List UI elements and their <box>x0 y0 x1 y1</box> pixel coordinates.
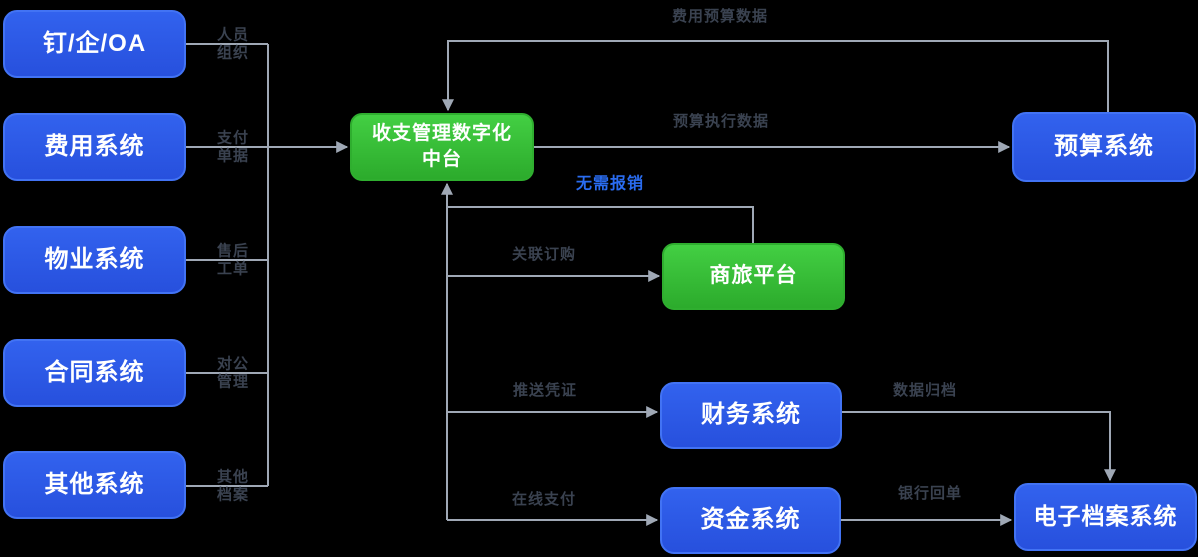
node-revenue-expense-platform-label: 收支管理数字化 中台 <box>371 123 512 170</box>
edge-label-corporate-mgmt: 对公 管理 <box>216 355 250 390</box>
node-treasury-system-label: 资金系统 <box>700 506 801 534</box>
node-budget-system-label: 预算系统 <box>1054 132 1154 160</box>
edge-label-data-archiving: 数据归档 <box>892 382 958 400</box>
node-e-archive-system-label: 电子档案系统 <box>1033 503 1178 530</box>
edge-label-aftersales-workorder: 售后 工单 <box>216 242 250 277</box>
edge-label-personnel-org: 人员 组织 <box>216 26 250 61</box>
edge-label-push-voucher: 推送凭证 <box>512 382 578 400</box>
node-contract-system: 合同系统 <box>3 339 186 407</box>
node-revenue-expense-platform: 收支管理数字化 中台 <box>350 113 534 181</box>
edge-label-payment-docs: 支付 单据 <box>216 129 250 164</box>
node-property-system-label: 物业系统 <box>44 245 145 273</box>
edge-label-expense-budget-data: 费用预算数据 <box>671 8 769 26</box>
node-business-travel-platform: 商旅平台 <box>662 243 845 310</box>
connector-travel-no-reimbursement <box>447 206 754 243</box>
node-expense-system: 费用系统 <box>3 113 186 181</box>
edge-label-related-purchase: 关联订购 <box>511 246 577 264</box>
connector-budget-to-platform <box>442 40 1109 112</box>
node-business-travel-platform-label: 商旅平台 <box>709 264 798 288</box>
node-finance-system: 财务系统 <box>660 382 842 449</box>
node-dingtalk-oa: 钉/企/OA <box>3 10 186 78</box>
edge-label-budget-execution-data: 预算执行数据 <box>672 113 770 131</box>
edge-label-no-reimbursement: 无需报销 <box>575 175 645 193</box>
edge-label-bank-receipt: 银行回单 <box>897 485 963 503</box>
node-other-systems-label: 其他系统 <box>44 470 145 498</box>
node-expense-system-label: 费用系统 <box>44 132 145 160</box>
node-treasury-system: 资金系统 <box>660 487 841 554</box>
node-property-system: 物业系统 <box>3 226 186 294</box>
node-other-systems: 其他系统 <box>3 451 186 519</box>
edge-label-other-archives: 其他 档案 <box>216 468 250 503</box>
node-e-archive-system: 电子档案系统 <box>1014 483 1197 551</box>
edge-label-online-payment: 在线支付 <box>511 491 577 509</box>
connector-finance-to-archive <box>842 411 1116 482</box>
node-finance-system-label: 财务系统 <box>701 401 801 429</box>
node-dingtalk-oa-label: 钉/企/OA <box>42 29 147 57</box>
node-contract-system-label: 合同系统 <box>44 358 145 386</box>
node-budget-system: 预算系统 <box>1012 112 1196 182</box>
